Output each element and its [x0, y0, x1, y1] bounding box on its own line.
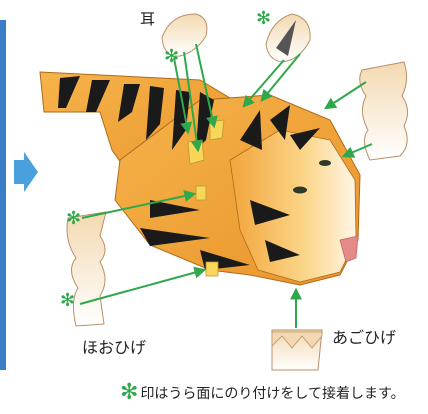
tiger-eye-left: [293, 186, 307, 194]
arrow-cheek-lower: [79, 266, 207, 305]
assembly-arrows: [79, 43, 373, 328]
chin-whisker-jag: [271, 331, 323, 349]
cheek-whiskers-label: ほおひげ: [82, 338, 147, 357]
arrow-right-icon: [14, 152, 38, 192]
arrow-side-upper: [323, 81, 367, 110]
glue-star-marks: ✻ ✻ ✻ ✻: [60, 8, 271, 311]
ear-label: 耳: [140, 10, 156, 28]
glue-star-icon: ✻: [256, 8, 271, 29]
glue-star-icon: ✻: [164, 46, 179, 67]
arrow-ear-left-a: [183, 51, 203, 153]
paper-parts: [66, 13, 408, 371]
glue-footnote: ✻ 印はうら面にのり付けをして接着します。: [120, 382, 405, 404]
cheek-whisker-part: [66, 211, 107, 327]
arrow-cheek-upper: [81, 190, 197, 219]
ear-inner-dark: [276, 20, 296, 56]
arrow-ear-left-b: [173, 57, 193, 135]
footnote-text: 印はうら面にのり付けをして接着します。: [140, 386, 405, 402]
tiger-eye-right: [319, 160, 331, 166]
chin-whiskers-label: あごひげ: [332, 328, 397, 347]
glue-star-icon: ✻: [120, 380, 139, 405]
side-whisker-part-right: [359, 61, 408, 161]
tiger-nose: [339, 235, 359, 263]
glue-star-icon: ✻: [60, 290, 75, 311]
arrow-ear-right-a: [242, 59, 285, 108]
arrow-side-lower: [341, 143, 373, 158]
glue-star-icon: ✻: [66, 208, 81, 229]
arrow-ear-left-c: [195, 43, 218, 129]
tiger-model: [39, 71, 361, 286]
side-bar: [0, 20, 6, 370]
arrow-ear-right-b: [260, 53, 301, 102]
